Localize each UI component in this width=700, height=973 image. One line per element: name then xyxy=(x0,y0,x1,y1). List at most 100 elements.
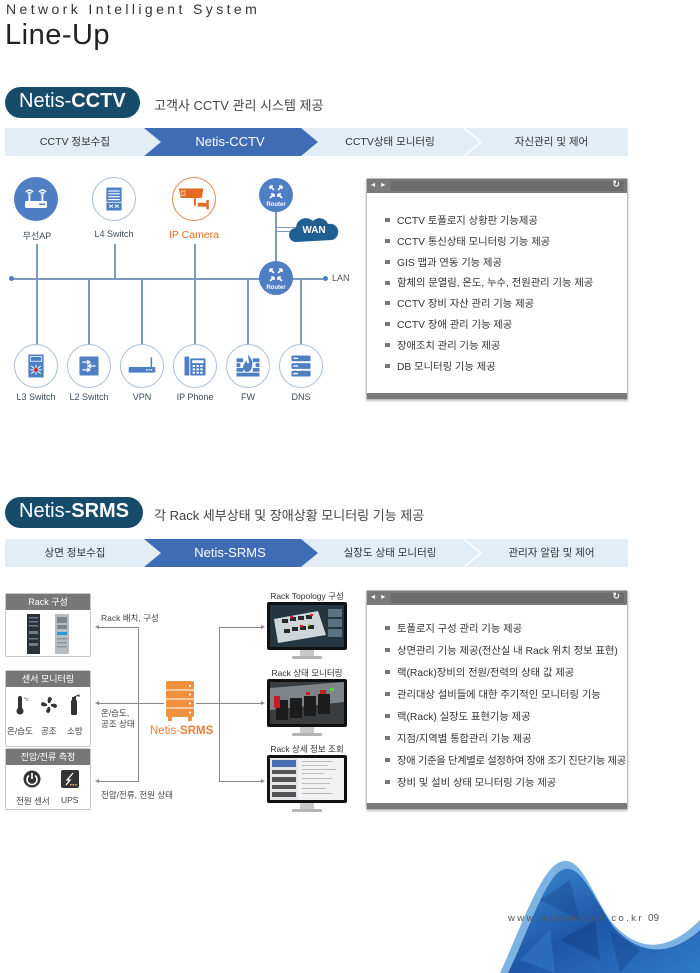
arrow-right-icon xyxy=(261,701,265,705)
flow-active-chevron xyxy=(144,128,318,156)
node-l4-switch xyxy=(92,177,136,221)
card-rack-config: Rack 구성 xyxy=(5,593,91,657)
monitor-title-status: Rack 상태 모니터링 xyxy=(271,668,343,678)
ip-phone-icon xyxy=(184,356,206,376)
connector-line xyxy=(88,278,90,345)
arrow-right-icon xyxy=(261,779,265,783)
server-rack-icon xyxy=(27,614,69,654)
flow-step-1: CCTV 정보수집 xyxy=(39,136,111,148)
arrow-left-icon xyxy=(95,625,99,629)
reload-icon: ↻ xyxy=(612,179,620,189)
server-stack-icon xyxy=(166,681,194,721)
node-label-l3-switch: L3 Switch xyxy=(16,392,56,402)
browser-toolbar: ◂ ▸ ↻ xyxy=(367,179,627,193)
feature-item: CCTV 장애 관리 기능 제공 xyxy=(385,316,593,337)
feature-item: 관리대상 설비들에 대한 주기적인 모니터링 기능 xyxy=(385,685,626,707)
router-label: Router xyxy=(266,202,286,208)
srms-title-pill: Netis-SRMS xyxy=(5,497,144,528)
center-bold: SRMS xyxy=(180,725,214,737)
feature-item: DB 모니터링 기능 제공 xyxy=(385,358,593,379)
connector-line xyxy=(219,703,261,704)
monitor-rack-detail xyxy=(267,755,347,812)
node-label-ip-phone: IP Phone xyxy=(176,392,214,402)
l3-switch-icon xyxy=(28,354,44,378)
center-prefix: Netis- xyxy=(150,725,181,737)
lan-endpoint-dot xyxy=(323,276,328,281)
srms-center-label: Netis-SRMS xyxy=(150,725,213,737)
connector-line xyxy=(36,244,38,278)
monitor-rack-status xyxy=(267,679,347,736)
card-power-measurement: 전압/전류 측정 전원 센서 UPS xyxy=(5,748,91,810)
wan-label: WAN xyxy=(302,225,326,236)
vpn-router-icon xyxy=(128,357,156,373)
fan-icon xyxy=(41,697,57,713)
wave-facets xyxy=(520,880,640,973)
flow-step-1: 상면 정보수집 xyxy=(44,547,106,559)
connector-line xyxy=(219,627,261,628)
node-label-l4-switch: L4 Switch xyxy=(94,229,134,239)
arrow-right-icon xyxy=(261,625,265,629)
node-ip-camera xyxy=(172,177,216,221)
power-sensor-label: 전원 센서 xyxy=(16,796,50,806)
flow-step-3: 실장도 상태 모니터링 xyxy=(343,547,437,559)
feature-item: GIS 맵과 연동 기능 제공 xyxy=(385,254,593,275)
connector-line xyxy=(219,627,220,782)
connector-line xyxy=(114,244,116,278)
browser-nav-icon: ◂ ▸ xyxy=(371,592,388,601)
feature-item: CCTV 통신상태 모니터링 기능 제공 xyxy=(385,233,593,254)
router-uplink-line xyxy=(275,206,277,262)
connector-line xyxy=(196,703,219,704)
node-vpn xyxy=(120,344,164,388)
srms-process-flow: 상면 정보수집 Netis-SRMS 실장도 상태 모니터링 관리자 알람 및 … xyxy=(5,539,628,567)
ups-icon xyxy=(61,770,79,788)
connector-line xyxy=(138,703,164,704)
browser-footer-bar xyxy=(367,393,627,399)
flow-step-4: 자신관리 및 제어 xyxy=(514,136,589,148)
router-bottom: Router xyxy=(259,261,293,295)
sensor-label-hvac: 공조 xyxy=(41,726,57,736)
rack-images xyxy=(6,610,90,656)
node-wireless-ap xyxy=(14,177,58,221)
node-label-ip-camera: IP Camera xyxy=(169,229,219,241)
node-firewall xyxy=(226,344,270,388)
power-icon xyxy=(23,770,41,788)
cctv-title-pill: Netis-CCTV xyxy=(5,87,140,118)
flow-divider xyxy=(463,128,483,156)
feature-item: CCTV 장비 자산 관리 기능 제공 xyxy=(385,295,593,316)
decorative-wave xyxy=(500,860,700,973)
cctv-feature-list: CCTV 토폴로지 상황판 기능제공 CCTV 통신상태 모니터링 기능 제공 … xyxy=(385,212,593,378)
card-sensor-monitoring: 센서 모니터링 °c 온/습도 공조 소방 xyxy=(5,670,91,747)
node-label-vpn: VPN xyxy=(132,392,152,402)
router-top: Router xyxy=(259,178,293,212)
connector-line xyxy=(138,627,139,782)
connector-line xyxy=(98,781,138,782)
feature-item: CCTV 토폴로지 상황판 기능제공 xyxy=(385,212,593,233)
sensor-label-fire: 소방 xyxy=(67,726,83,736)
node-l2-switch xyxy=(67,344,111,388)
connector-line xyxy=(141,278,143,345)
connector-line xyxy=(194,244,196,278)
rack-detail-screenshot xyxy=(270,758,336,800)
cctv-pill-bold: CCTV xyxy=(71,90,126,112)
lan-bus-line xyxy=(12,278,324,280)
ups-label: UPS xyxy=(61,795,79,805)
flow-step-2-active: Netis-SRMS xyxy=(194,545,266,560)
link-label-line: 온/습도, xyxy=(101,708,130,718)
dns-server-icon xyxy=(291,355,311,377)
cctv-pill-prefix: Netis- xyxy=(19,90,72,112)
feature-item: 랙(Rack)장비의 전원/전력의 상태 값 제공 xyxy=(385,663,626,685)
wireless-ap-icon xyxy=(25,189,47,208)
node-label-wireless-ap: 무선AP xyxy=(22,231,52,241)
flow-active-chevron xyxy=(144,539,318,567)
browser-address-bar xyxy=(391,593,624,603)
node-label-l2-switch: L2 Switch xyxy=(69,392,109,402)
wan-link-line xyxy=(276,231,298,233)
router-icon xyxy=(269,268,283,282)
lan-bus-endpoint xyxy=(9,276,14,281)
feature-item: 장애조치 관리 기능 제공 xyxy=(385,337,593,358)
node-dns xyxy=(279,344,323,388)
router-icon xyxy=(269,185,283,199)
flow-divider xyxy=(463,539,483,567)
monitor-rack-topology xyxy=(267,602,347,659)
monitor-title-detail: Rack 상세 정보 조회 xyxy=(270,744,344,754)
